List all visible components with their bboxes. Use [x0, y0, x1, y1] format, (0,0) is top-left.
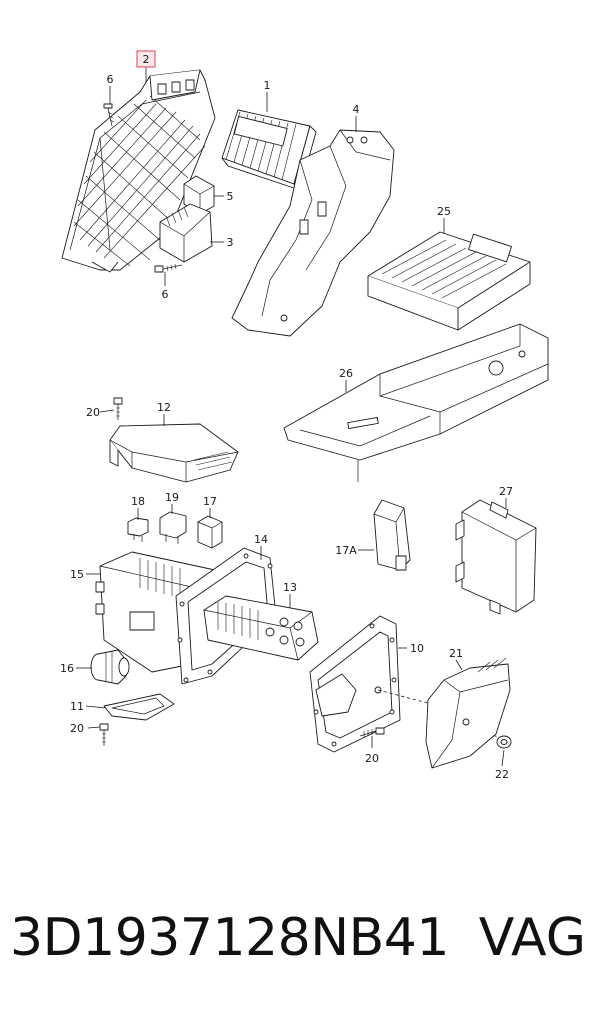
part-2-grille-cover: [61, 69, 216, 273]
part-21-shield: [425, 657, 511, 769]
part-3-relay-carrier: [159, 203, 213, 263]
part-27-control-module: [455, 499, 537, 615]
callout-6-top[interactable]: 6: [107, 73, 114, 86]
callout-17[interactable]: 17: [203, 495, 217, 508]
callout-26[interactable]: 26: [339, 367, 353, 380]
part-number: 3D1937128NB41: [10, 908, 449, 968]
part-17a-relay-module: [373, 499, 411, 571]
callout-17a[interactable]: 17A: [335, 544, 357, 557]
part-4-bracket: [231, 129, 395, 337]
callout-18[interactable]: 18: [131, 495, 145, 508]
callout-15[interactable]: 15: [70, 568, 84, 581]
brand-name: VAG: [478, 908, 586, 968]
callout-19[interactable]: 19: [165, 491, 179, 504]
part-22-washer: [496, 735, 512, 749]
callout-22[interactable]: 22: [495, 768, 509, 781]
part-20-screw-left: [99, 723, 109, 746]
callout-13[interactable]: 13: [283, 581, 297, 594]
callout-2[interactable]: 2: [143, 53, 150, 66]
callout-4[interactable]: 4: [353, 103, 360, 116]
callout-16[interactable]: 16: [60, 662, 74, 675]
callout-14[interactable]: 14: [254, 533, 268, 546]
caption-bar: 3D1937128NB41 VAG: [0, 893, 600, 983]
callout-1[interactable]: 1: [264, 79, 271, 92]
part-18-fuse: [127, 517, 149, 542]
callout-27[interactable]: 27: [499, 485, 513, 498]
leader-lines: [76, 66, 507, 767]
callout-12[interactable]: 12: [157, 401, 171, 414]
parts-exploded-diagram: 2 6 1 4 5 3 6 25 26 20 12 18 19 17 14 17…: [60, 50, 549, 781]
part-20-screw-top: [113, 397, 123, 420]
part-13-fuse-block: [203, 595, 319, 661]
part-11-strip: [103, 693, 175, 721]
part-19-fuse: [159, 511, 187, 544]
callout-2-highlight: [136, 50, 156, 68]
part-17-relay: [197, 515, 223, 549]
callout-11[interactable]: 11: [70, 700, 84, 713]
callout-21[interactable]: 21: [449, 647, 463, 660]
callout-10[interactable]: 10: [410, 642, 424, 655]
callout-5[interactable]: 5: [227, 190, 234, 203]
part-25-module: [367, 231, 531, 331]
callout-20-left[interactable]: 20: [70, 722, 84, 735]
part-20-screw-bottom: [359, 727, 385, 737]
part-6-screw-top: [103, 103, 115, 127]
part-6-screw-bottom: [154, 263, 183, 273]
part-26-tray: [283, 323, 549, 482]
part-16-grommet: [90, 649, 130, 685]
callout-20-top[interactable]: 20: [86, 406, 100, 419]
callout-25[interactable]: 25: [437, 205, 451, 218]
callout-20-bottom[interactable]: 20: [365, 752, 379, 765]
part-12-fuse-cover: [109, 423, 239, 483]
part-10-gasket: [309, 615, 401, 753]
callout-6-bottom[interactable]: 6: [162, 288, 169, 301]
callout-3[interactable]: 3: [227, 236, 234, 249]
